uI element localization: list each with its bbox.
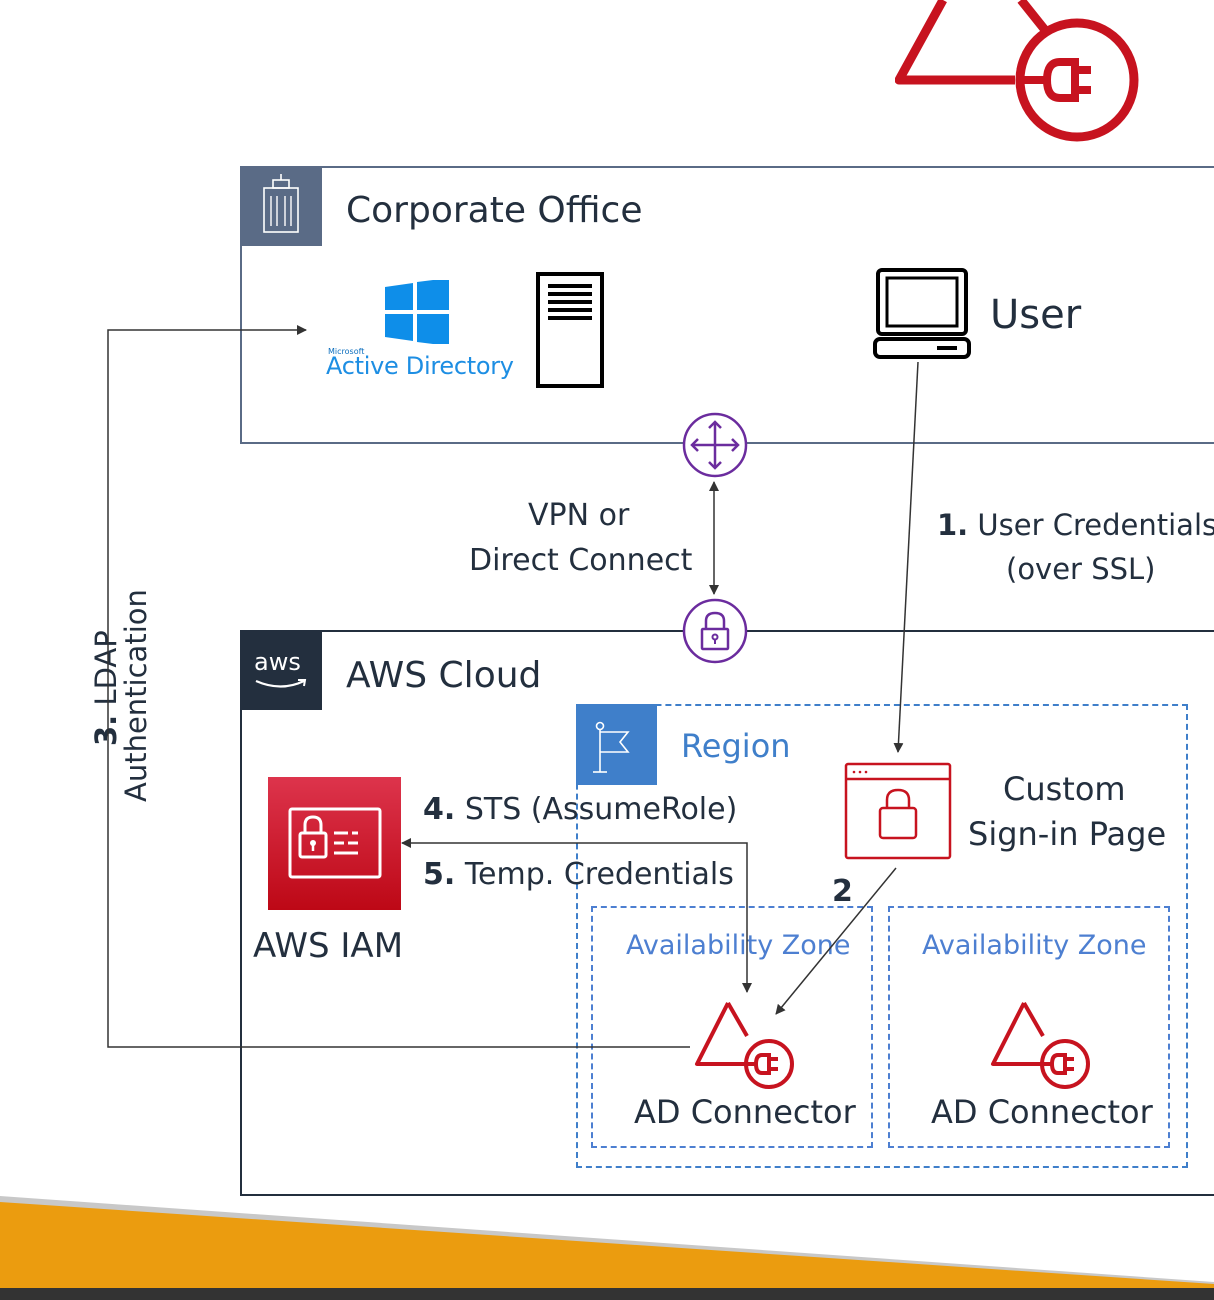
server-icon (536, 272, 604, 388)
step2-label: 2 (832, 874, 853, 909)
step1-label: 1. User Credentials (937, 508, 1214, 542)
region-label: Region (681, 727, 791, 765)
active-directory-label: Active Directory (326, 352, 514, 380)
ad-microsoft-label: Microsoft (328, 347, 365, 356)
laptop-icon (873, 268, 971, 359)
az2-label: Availability Zone (922, 930, 1147, 961)
vpn-label-line1: VPN or (528, 498, 630, 533)
availability-zone-2 (888, 906, 1170, 1148)
vpn-gateway-icon (682, 598, 748, 664)
user-label: User (990, 292, 1082, 338)
corporate-office-title: Corporate Office (346, 190, 643, 231)
signin-page-icon (844, 762, 952, 860)
windows-logo-icon (385, 280, 449, 344)
step4-label: 4. STS (AssumeRole) (423, 792, 738, 827)
building-icon (240, 166, 322, 246)
iam-icon (268, 777, 401, 910)
ad-connector-label-1: AD Connector (634, 1093, 856, 1131)
step1-sub: (over SSL) (1006, 552, 1156, 586)
ad-connector-icon (695, 1002, 794, 1089)
ad-connector-icon-large (895, 0, 1139, 142)
signin-line1: Custom (1003, 770, 1126, 808)
region-flag-icon (576, 704, 657, 785)
iam-label: AWS IAM (253, 926, 404, 966)
aws-logo-icon: aws (240, 630, 322, 710)
signin-line2: Sign-in Page (968, 815, 1167, 853)
footer-band (0, 1196, 1214, 1300)
aws-cloud-title: AWS Cloud (346, 655, 542, 696)
vpn-label-line2: Direct Connect (469, 543, 693, 578)
ad-connector-icon (991, 1002, 1090, 1089)
ad-connector-label-2: AD Connector (931, 1093, 1153, 1131)
router-icon (682, 412, 748, 478)
